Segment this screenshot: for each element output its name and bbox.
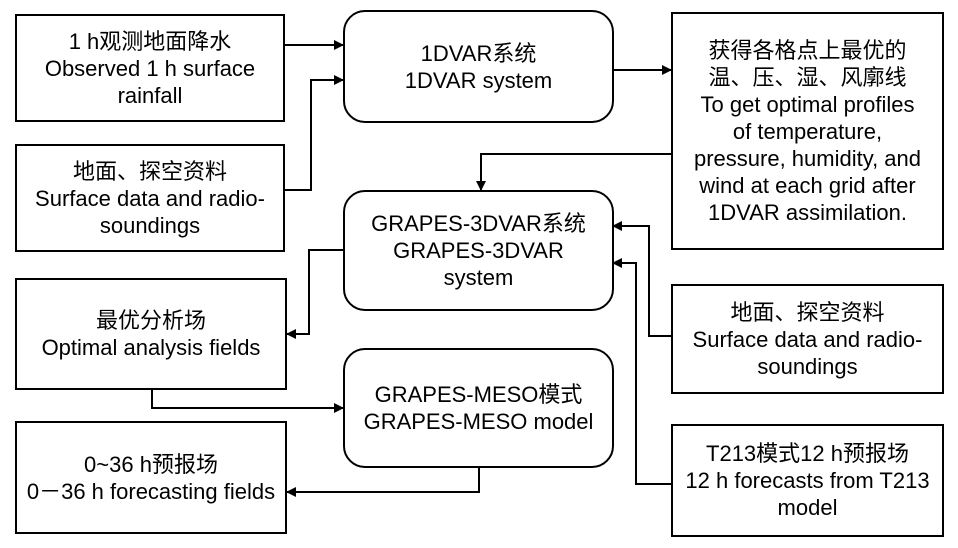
edge-t213-to-3dvar [612,258,671,485]
edge-profiles-to-3dvar [476,153,671,191]
node-surface-data-1: 地面、探空资料 Surface data and radio- sounding… [15,144,285,252]
node-optimal-profiles: 获得各格点上最优的 温、压、湿、风廓线 To get optimal profi… [671,12,944,250]
node-forecasting-fields: 0~36 h预报场 0－36 h forecasting fields [15,421,287,534]
edge-meso-to-forecast [286,468,480,497]
node-1dvar-system: 1DVAR系统 1DVAR system [343,10,614,123]
node-observed-rainfall: 1 h观测地面降水 Observed 1 h surface rainfall [15,14,285,122]
edge-surface1-to-1dvar [285,75,344,191]
node-optimal-analysis-fields: 最优分析场 Optimal analysis fields [15,278,287,390]
node-surface-data-2: 地面、探空资料 Surface data and radio- sounding… [671,284,944,394]
node-t213-forecasts: T213模式12 h预报场 12 h forecasts from T213 m… [671,424,944,537]
edge-analysis-to-meso [151,390,344,413]
edge-surface2-to-3dvar [612,221,671,337]
edge-3dvar-to-analysis [286,249,344,339]
node-grapes-3dvar-system: GRAPES-3DVAR系统 GRAPES-3DVAR system [343,190,614,311]
node-grapes-meso-model: GRAPES-MESO模式 GRAPES-MESO model [343,348,614,468]
